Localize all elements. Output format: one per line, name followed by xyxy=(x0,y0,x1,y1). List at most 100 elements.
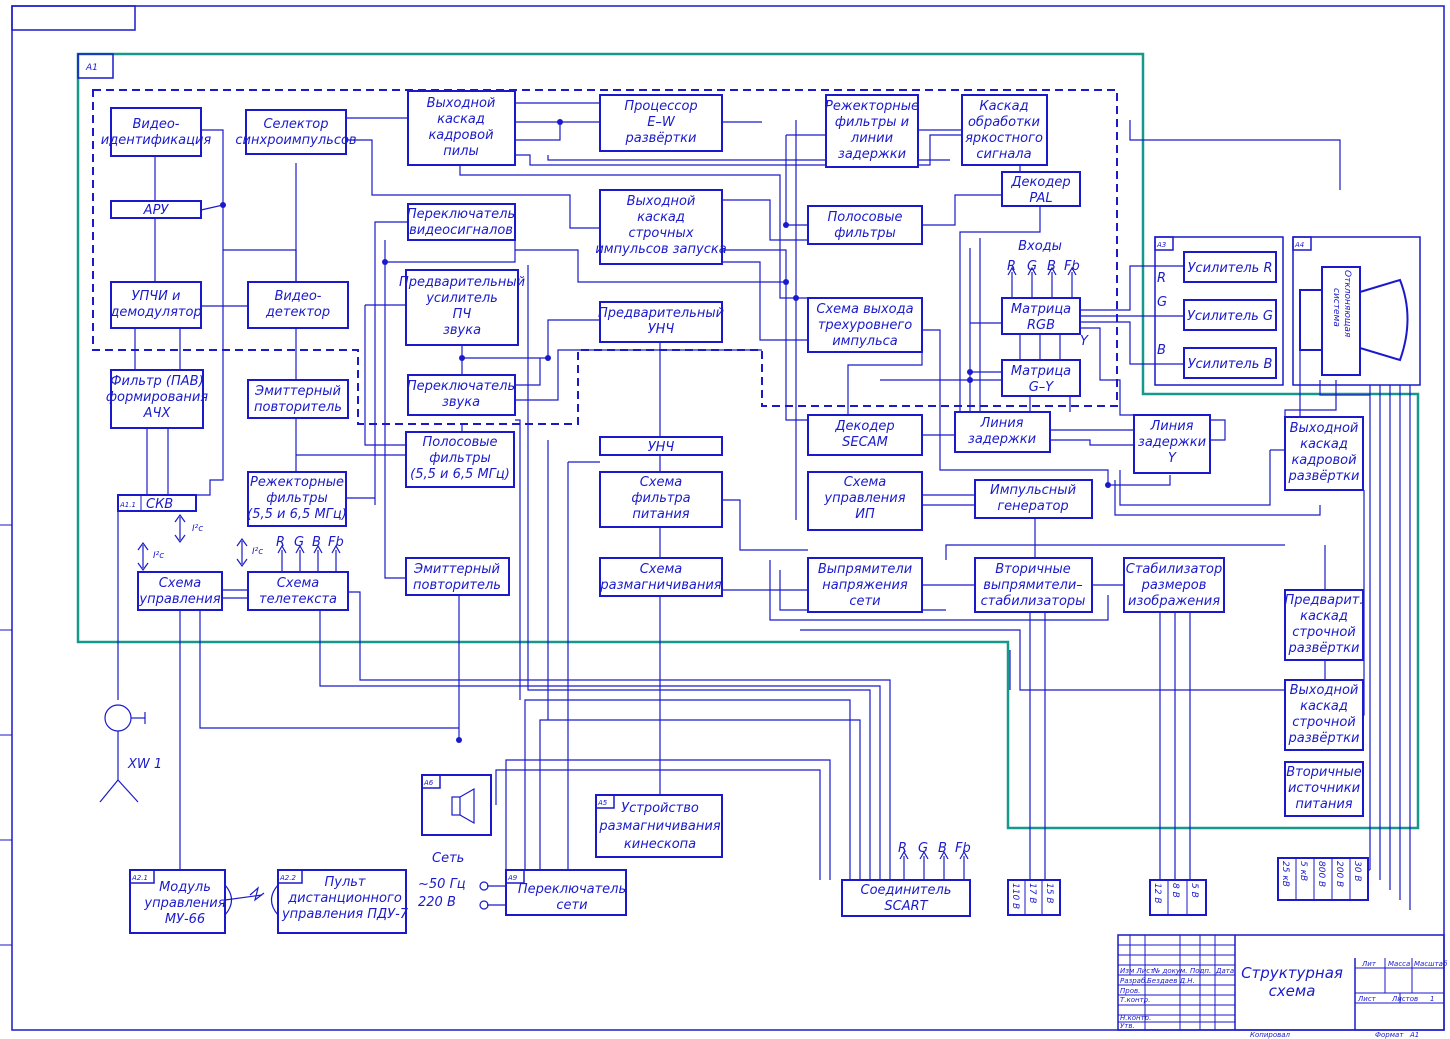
v-out-3-label-5: 30 В xyxy=(1352,861,1362,882)
gy-matrix-block: Матрица G–Y xyxy=(1001,359,1081,397)
teletext-line-2: телетекста xyxy=(259,592,337,607)
preamp-pch-line-1: Предварительный xyxy=(399,275,525,290)
degauss-device-block: A5 Устройство размагничивания кинескопа xyxy=(595,794,723,858)
frame-output-block: Выходной каскад кадровой пилы xyxy=(407,90,516,166)
video-switch-block: Переключатель видеосигналов xyxy=(407,203,516,241)
line-output-trigger-line-3: строчных xyxy=(628,226,693,241)
three-level-block: Схема выхода трехуровнего импульса xyxy=(807,297,923,353)
sound-switch-line-1: Переключатель xyxy=(407,379,515,394)
pal-decoder-block: Декодер PAL xyxy=(1001,171,1081,207)
v-out-1-label-3: 15 В xyxy=(1044,883,1054,904)
ew-processor-line-3: развёртки xyxy=(625,131,697,146)
tb-scale-header: Масштаб xyxy=(1414,960,1448,968)
antenna-symbol xyxy=(99,704,146,803)
frame-output-line-1: Выходной xyxy=(427,96,496,111)
filter-pav-line-2: формирования xyxy=(106,390,208,405)
bandpass-1-line-2: фильтры xyxy=(429,451,491,466)
size-stabilizer-line-2: размеров xyxy=(1141,578,1207,593)
sync-selector-block: Селектор синхроимпульсов xyxy=(235,109,357,155)
preamp-unch-line-2: УНЧ xyxy=(648,322,675,337)
antenna-label: XW 1 xyxy=(127,757,162,772)
tb-sheets-count: 1 xyxy=(1430,995,1434,1003)
control-scheme-line-1: Схема xyxy=(159,576,202,591)
mains-rectifiers-line-1: Выпрямители xyxy=(818,562,912,577)
upchi-block: УПЧИ и демодулятор xyxy=(109,281,202,329)
line-prestage-line-3: строчной xyxy=(1292,625,1356,640)
delay-line-y-line-3: Y xyxy=(1168,451,1177,466)
tb-row-8: Т.контр. xyxy=(1120,996,1150,1004)
power-filter-line-2: фильтра xyxy=(631,491,690,506)
format-label: Формат xyxy=(1375,1031,1404,1039)
ir-link-symbol xyxy=(224,884,279,916)
i2c-label-3: I²c xyxy=(252,547,263,557)
notch-filters-1-line-2: фильтры xyxy=(266,491,328,506)
emitter-follower-2-line-2: повторитель xyxy=(413,578,501,593)
bandpass-2-line-1: Полосовые xyxy=(827,210,902,225)
teletext-line-1: Схема xyxy=(277,576,320,591)
secondary-rect-line-2: выпрямители– xyxy=(983,578,1083,593)
rgb-matrix-block: Матрица RGB xyxy=(1001,297,1081,335)
mains-pin-2 xyxy=(479,900,489,910)
v-out-2-label-2: 8 В xyxy=(1170,883,1180,898)
frame-output-line-3: кадровой xyxy=(428,128,493,143)
speaker-module: A6 xyxy=(421,774,492,836)
i2c-label-1: I²c xyxy=(192,524,203,534)
mains-switch-line-1: Переключатель xyxy=(518,882,626,897)
emitter-follower-1-line-2: повторитель xyxy=(254,400,342,415)
luma-stage-line-3: яркостного xyxy=(965,131,1043,146)
emitter-follower-2-block: Эмиттерный повторитель xyxy=(405,557,510,596)
frame-scan-output-block: Выходной каскад кадровой развёртки xyxy=(1284,416,1364,491)
scart-fb-label: Fb xyxy=(955,841,971,856)
tb-row-5: Разраб. xyxy=(1120,977,1148,985)
teletext-fb-label: Fb xyxy=(328,535,344,550)
ew-processor-block: Процессор E–W развёртки xyxy=(599,94,723,152)
three-level-line-1: Схема выхода xyxy=(816,302,913,317)
power-filter-block: Схема фильтра питания xyxy=(599,471,723,528)
secondary-rect-line-3: стабилизаторы xyxy=(981,594,1086,609)
tb-row-10: Утв. xyxy=(1120,1022,1135,1030)
secam-decoder-line-2: SECAM xyxy=(842,435,888,450)
video-detector-line-2: детектор xyxy=(265,305,330,320)
tb-row-6: Бездаев Д.Н. xyxy=(1147,977,1195,985)
tb-row-3: Подп. xyxy=(1190,967,1211,975)
mains-rectifiers-line-3: сети xyxy=(849,594,880,609)
ip-control-block: Схема управления ИП xyxy=(807,471,923,531)
amp-r-label: Усилитель R xyxy=(1188,261,1273,276)
module-a4-label: A4 xyxy=(1294,241,1304,249)
secam-decoder-line-1: Декодер xyxy=(834,419,894,434)
line-prestage-line-2: каскад xyxy=(1300,609,1348,624)
delay-line-y-line-2: задержки xyxy=(1138,435,1206,450)
tb-row-7: Пров. xyxy=(1120,987,1140,995)
upchi-line-1: УПЧИ и xyxy=(132,289,181,304)
v-out-2-label-1: 12 В xyxy=(1152,883,1162,904)
line-prestage-line-4: развёртки xyxy=(1288,641,1360,656)
tb-row-1: Изм Лист xyxy=(1120,967,1155,975)
a3-g-label: G xyxy=(1157,295,1167,310)
notch-filters-1-block: Режекторные фильтры (5,5 и 6,5 МГц) xyxy=(247,471,347,527)
remote-line-2: дистанционного xyxy=(287,891,402,906)
title-block: Изм Лист № докум. Подп. Дата Разраб. Без… xyxy=(1117,934,1448,1031)
line-output-trigger-line-2: каскад xyxy=(637,210,685,225)
tb-mass-header: Масса xyxy=(1388,960,1410,968)
mains-rectifiers-line-2: напряжения xyxy=(822,578,908,593)
gy-matrix-line-1: Матрица xyxy=(1011,364,1071,379)
video-ident-line-1: Видео- xyxy=(133,117,180,132)
v-out-1-label-2: 17 В xyxy=(1027,883,1037,904)
ip-control-line-2: управления xyxy=(823,491,905,506)
power-filter-line-1: Схема xyxy=(640,475,683,490)
input-b-label: B xyxy=(1047,259,1056,274)
line-output-line-1: Выходной xyxy=(1290,683,1359,698)
remote-line-1: Пульт xyxy=(324,875,365,890)
module-a21-label: A2.1 xyxy=(131,874,148,882)
three-level-line-2: трехуровнего xyxy=(818,318,912,333)
skv-label: СКВ xyxy=(146,497,173,512)
video-detector-block: Видео- детектор xyxy=(247,281,349,329)
preamp-unch-block: Предварительный УНЧ xyxy=(598,301,724,343)
degauss-scheme-line-2: размагничивания xyxy=(599,578,721,593)
title-line-2: схема xyxy=(1269,982,1316,1000)
scart-r-label: R xyxy=(898,841,907,856)
amp-g-label: Усилитель G xyxy=(1187,309,1273,324)
line-output-block: Выходной каскад строчной развёртки xyxy=(1284,679,1364,751)
module-a11-label: A1.1 xyxy=(119,501,136,509)
